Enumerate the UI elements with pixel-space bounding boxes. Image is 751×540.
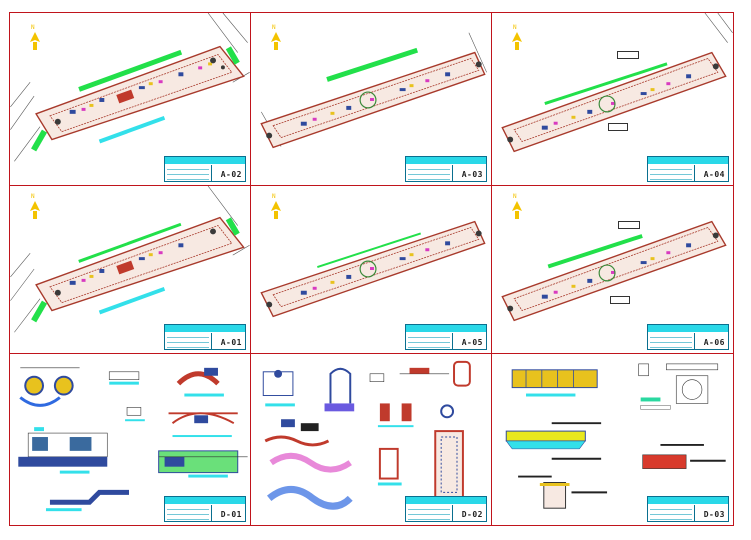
title-block: D-02 [405, 496, 487, 522]
street-plan-drawing [10, 13, 250, 162]
callout-box [608, 123, 628, 131]
plan-panel-a01[interactable]: N A-01 [9, 185, 251, 354]
plan-panel-a02[interactable]: N A-02 [9, 12, 251, 186]
plan-panel-a03[interactable]: N A-03 [250, 12, 492, 186]
street-plan-drawing [10, 186, 250, 333]
sheet-code: A-05 [461, 338, 483, 347]
street-plan-drawing [260, 32, 487, 149]
north-arrow-icon: N [510, 193, 524, 220]
street-plan-drawing [501, 220, 727, 322]
title-block: A-02 [164, 156, 246, 182]
detail-panel-d02[interactable]: D-02 [250, 353, 492, 526]
north-arrow-icon: N [269, 193, 283, 220]
sheet-code: D-03 [703, 510, 725, 519]
sheet-code: A-04 [703, 170, 725, 179]
callout-box [618, 221, 640, 229]
plan-panel-a05[interactable]: N A-05 [250, 185, 492, 354]
title-block: A-06 [647, 324, 729, 350]
sheet-code: A-03 [461, 170, 483, 179]
sheet-code: A-02 [220, 170, 242, 179]
detail-drawings [505, 363, 726, 509]
sheet-code: D-01 [220, 510, 242, 519]
callout-box [617, 51, 639, 59]
title-block: A-01 [164, 324, 246, 350]
north-arrow-icon: N [28, 24, 42, 51]
detail-drawings [262, 360, 471, 510]
plan-panel-a06[interactable]: N A-06 [491, 185, 734, 354]
title-block: A-04 [647, 156, 729, 182]
north-arrow-icon: N [510, 24, 524, 51]
sheet-code: A-01 [220, 338, 242, 347]
detail-drawings [18, 367, 248, 512]
detail-panel-d01[interactable]: D-01 [9, 353, 251, 526]
sheet-code: A-06 [703, 338, 725, 347]
north-arrow-icon: N [28, 193, 42, 220]
street-plan-drawing [260, 220, 486, 318]
title-block: A-05 [405, 324, 487, 350]
title-block: A-03 [405, 156, 487, 182]
street-plan-drawing [501, 13, 733, 153]
sheet-code: D-02 [461, 510, 483, 519]
title-block: D-03 [647, 496, 729, 522]
plan-panel-a04[interactable]: N A-04 [491, 12, 734, 186]
callout-box [610, 296, 630, 304]
north-arrow-icon: N [269, 24, 283, 51]
title-block: D-01 [164, 496, 246, 522]
detail-panel-d03[interactable]: D-03 [491, 353, 734, 526]
